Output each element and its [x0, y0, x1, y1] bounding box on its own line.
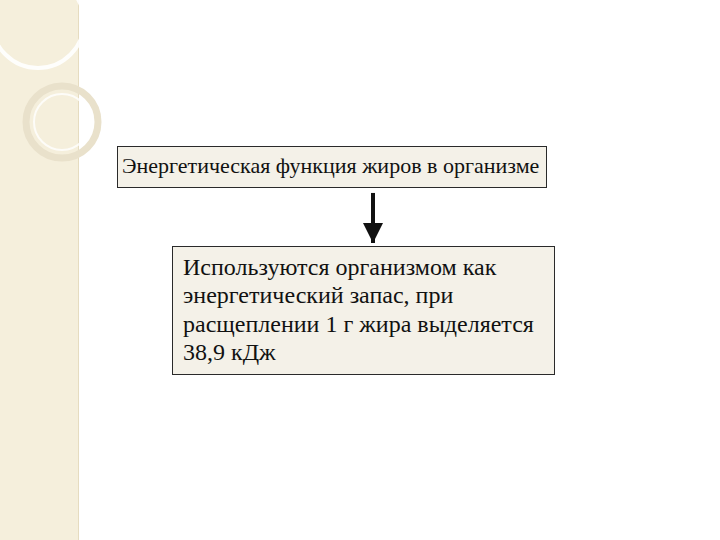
box-text: Энергетическая функция жиров в организме: [122, 153, 542, 179]
decor-ring: [26, 86, 98, 158]
flow-arrow: [371, 193, 375, 243]
content-box: Используются организмом как энергетическ…: [172, 246, 555, 375]
box-text: Используются организмом как энергетическ…: [183, 253, 546, 366]
strip-edge: [78, 0, 79, 540]
decor-ring: [34, 94, 90, 150]
decor-ring: [0, 0, 84, 68]
title-box: Энергетическая функция жиров в организме: [117, 146, 547, 188]
side-strip: [0, 0, 78, 540]
